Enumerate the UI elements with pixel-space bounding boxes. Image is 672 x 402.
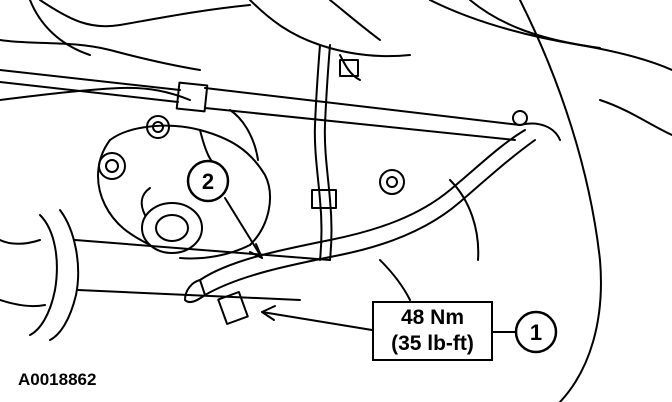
brake-hose <box>311 44 361 261</box>
tie-rod <box>0 69 561 141</box>
frame-contours <box>0 0 672 101</box>
figure-id: A0018862 <box>18 370 97 389</box>
stabilizer-link <box>184 129 536 325</box>
callout-2-number: 2 <box>202 169 214 194</box>
right-contours <box>379 0 672 402</box>
torque-spec-box: 48 Nm (35 lb-ft) <box>372 301 493 361</box>
leader-lines <box>224 197 516 333</box>
callout-2: 2 <box>186 159 230 203</box>
callout-1: 1 <box>514 310 558 354</box>
torque-imperial: (35 lb-ft) <box>391 332 474 355</box>
callout-1-number: 1 <box>530 320 542 345</box>
bushing <box>140 187 203 254</box>
torque-metric: 48 Nm <box>400 306 465 329</box>
bolt-heads <box>98 110 528 195</box>
drive-shaft-boot <box>0 209 331 341</box>
